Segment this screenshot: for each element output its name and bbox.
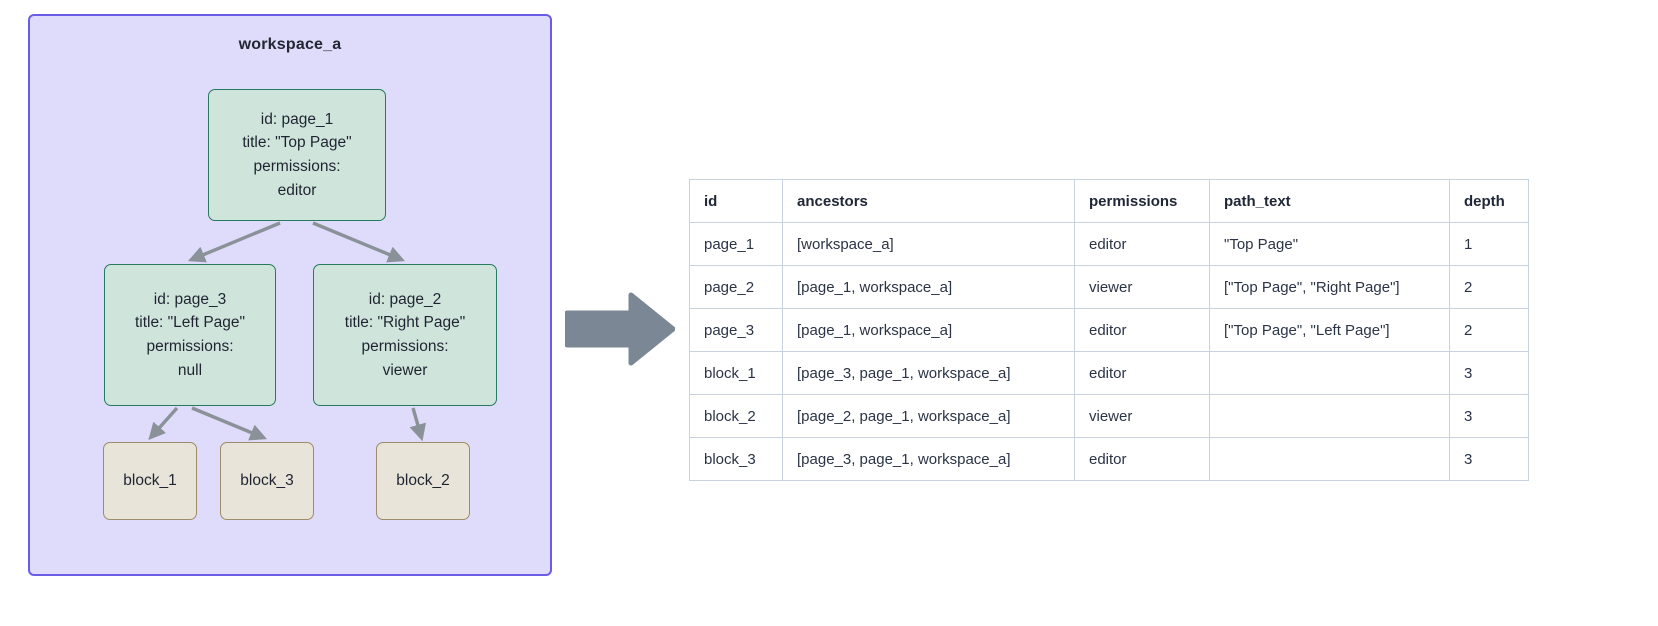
node-block-3-label: block_3 (240, 472, 294, 489)
cell-ancestors: [page_1, workspace_a] (782, 265, 1075, 309)
flow-arrow-icon (565, 292, 675, 366)
node-page-3-perm-label: permissions: (146, 338, 234, 355)
column-header-id[interactable]: id (689, 179, 783, 223)
node-page-1-perm-value: editor (277, 181, 317, 199)
node-page-2-id: id: page_2 (368, 290, 442, 308)
node-block-2[interactable]: block_2 (376, 442, 470, 520)
cell-depth: 3 (1449, 394, 1529, 438)
node-page-1-perm-label: permissions: (253, 158, 341, 175)
table-row[interactable]: page_3 [page_1, workspace_a] editor ["To… (689, 308, 1529, 352)
node-page-2-perm-label: permissions: (361, 338, 449, 355)
table-header-row: id ancestors permissions path_text depth (689, 179, 1529, 223)
node-page-2-perm-value: viewer (382, 361, 428, 379)
cell-depth: 1 (1449, 222, 1529, 266)
cell-depth: 2 (1449, 308, 1529, 352)
node-page-1-id: id: page_1 (260, 110, 334, 128)
cell-path-text: ["Top Page", "Left Page"] (1209, 308, 1450, 352)
cell-ancestors: [page_2, page_1, workspace_a] (782, 394, 1075, 438)
table-row[interactable]: block_2 [page_2, page_1, workspace_a] vi… (689, 394, 1529, 438)
cell-id: page_3 (689, 308, 783, 352)
cell-id: block_3 (689, 437, 783, 481)
cell-path-text: "Top Page" (1209, 222, 1450, 266)
node-page-3-title: title: "Left Page" (134, 314, 246, 332)
result-table: id ancestors permissions path_text depth… (689, 179, 1529, 481)
column-header-path-text[interactable]: path_text (1209, 179, 1450, 223)
table-row[interactable]: block_3 [page_3, page_1, workspace_a] ed… (689, 437, 1529, 481)
cell-path-text (1209, 351, 1450, 395)
edge-page2-block2 (409, 407, 426, 442)
cell-ancestors: [workspace_a] (782, 222, 1075, 266)
cell-depth: 3 (1449, 437, 1529, 481)
edge-page3-block1 (148, 406, 179, 441)
table-row[interactable]: block_1 [page_3, page_1, workspace_a] ed… (689, 351, 1529, 395)
cell-id: page_2 (689, 265, 783, 309)
cell-ancestors: [page_3, page_1, workspace_a] (782, 351, 1075, 395)
cell-permissions: viewer (1074, 394, 1210, 438)
cell-ancestors: [page_1, workspace_a] (782, 308, 1075, 352)
column-header-ancestors[interactable]: ancestors (782, 179, 1075, 223)
table-row[interactable]: page_1 [workspace_a] editor "Top Page" 1 (689, 222, 1529, 266)
node-block-2-label: block_2 (396, 472, 450, 489)
node-page-2-title: title: "Right Page" (344, 314, 466, 332)
cell-depth: 3 (1449, 351, 1529, 395)
cell-id: block_2 (689, 394, 783, 438)
node-page-3[interactable]: id: page_3 title: "Left Page" permission… (104, 264, 276, 406)
cell-permissions: editor (1074, 308, 1210, 352)
node-block-3[interactable]: block_3 (220, 442, 314, 520)
node-page-1[interactable]: id: page_1 title: "Top Page" permissions… (208, 89, 386, 221)
cell-id: block_1 (689, 351, 783, 395)
cell-id: page_1 (689, 222, 783, 266)
cell-permissions: editor (1074, 437, 1210, 481)
table-row[interactable]: page_2 [page_1, workspace_a] viewer ["To… (689, 265, 1529, 309)
edge-page1-page3 (187, 221, 281, 263)
node-block-1[interactable]: block_1 (103, 442, 197, 520)
node-block-1-label: block_1 (123, 472, 177, 489)
cell-path-text (1209, 394, 1450, 438)
node-page-2[interactable]: id: page_2 title: "Right Page" permissio… (313, 264, 497, 406)
cell-permissions: editor (1074, 222, 1210, 266)
cell-ancestors: [page_3, page_1, workspace_a] (782, 437, 1075, 481)
column-header-permissions[interactable]: permissions (1074, 179, 1210, 223)
workspace-title: workspace_a (238, 36, 342, 53)
cell-permissions: editor (1074, 351, 1210, 395)
workspace-container: workspace_a id: page_1 title: "Top Page"… (28, 14, 552, 576)
edge-page3-block3 (191, 406, 268, 441)
cell-path-text (1209, 437, 1450, 481)
column-header-depth[interactable]: depth (1449, 179, 1529, 223)
node-page-1-title: title: "Top Page" (242, 134, 352, 152)
node-page-3-perm-value: null (177, 361, 203, 379)
cell-depth: 2 (1449, 265, 1529, 309)
cell-permissions: viewer (1074, 265, 1210, 309)
cell-path-text: ["Top Page", "Right Page"] (1209, 265, 1450, 309)
node-page-3-id: id: page_3 (153, 290, 227, 308)
edge-page1-page2 (312, 221, 406, 263)
